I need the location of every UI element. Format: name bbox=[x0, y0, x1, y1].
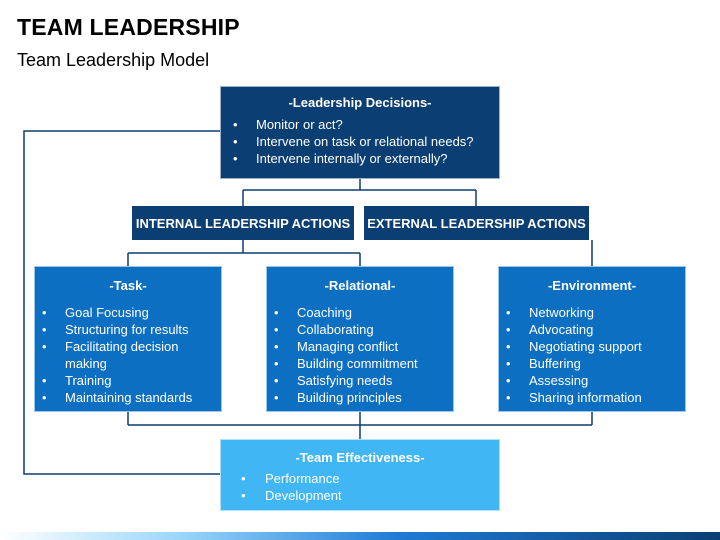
list-item: Goal Focusing bbox=[35, 304, 221, 321]
list-item: Training bbox=[35, 372, 221, 389]
team-effectiveness-box: -Team Effectiveness- Performance Develop… bbox=[220, 439, 500, 511]
leadership-decisions-heading: -Leadership Decisions- bbox=[288, 95, 432, 110]
page-title: TEAM LEADERSHIP bbox=[17, 14, 240, 40]
team-effectiveness-list: Performance Development bbox=[221, 470, 499, 504]
list-item: Building commitment bbox=[267, 355, 453, 372]
leadership-decisions-list: Monitor or act? Intervene on task or rel… bbox=[221, 116, 499, 167]
page-subtitle: Team Leadership Model bbox=[17, 50, 210, 70]
task-heading: -Task- bbox=[109, 278, 147, 293]
team-effectiveness-heading: -Team Effectiveness- bbox=[295, 450, 425, 465]
environment-box: -Environment- Networking Advocating Nego… bbox=[498, 266, 686, 412]
environment-heading: -Environment- bbox=[547, 278, 637, 293]
list-item: Performance bbox=[221, 470, 499, 487]
list-item: Building principles bbox=[267, 389, 453, 406]
list-item: Sharing information bbox=[499, 389, 685, 406]
list-item: Managing conflict bbox=[267, 338, 453, 355]
list-item: Intervene internally or externally? bbox=[221, 150, 499, 167]
leadership-decisions-box: -Leadership Decisions- Monitor or act? I… bbox=[220, 86, 500, 179]
list-item: Buffering bbox=[499, 355, 685, 372]
list-item: Networking bbox=[499, 304, 685, 321]
feedback-loop-line bbox=[23, 130, 220, 475]
list-item: Negotiating support bbox=[499, 338, 685, 355]
list-item: Coaching bbox=[267, 304, 453, 321]
list-item: Maintaining standards bbox=[35, 389, 221, 406]
task-list: Goal Focusing Structuring for results Fa… bbox=[35, 304, 221, 406]
list-item: Development bbox=[221, 487, 499, 504]
list-item: Intervene on task or relational needs? bbox=[221, 133, 499, 150]
relational-heading: -Relational- bbox=[324, 278, 396, 293]
list-item: Collaborating bbox=[267, 321, 453, 338]
external-actions-bar: EXTERNAL LEADERSHIP ACTIONS bbox=[364, 206, 589, 240]
relational-list: Coaching Collaborating Managing conflict… bbox=[267, 304, 453, 406]
list-item: Assessing bbox=[499, 372, 685, 389]
list-item: Monitor or act? bbox=[221, 116, 499, 133]
task-box: -Task- Goal Focusing Structuring for res… bbox=[34, 266, 222, 412]
list-item: Structuring for results bbox=[35, 321, 221, 338]
list-item: Satisfying needs bbox=[267, 372, 453, 389]
internal-actions-bar: INTERNAL LEADERSHIP ACTIONS bbox=[132, 206, 354, 240]
relational-box: -Relational- Coaching Collaborating Mana… bbox=[266, 266, 454, 412]
environment-list: Networking Advocating Negotiating suppor… bbox=[499, 304, 685, 406]
list-item: Facilitating decision making bbox=[35, 338, 221, 372]
list-item: Advocating bbox=[499, 321, 685, 338]
footer-gradient-bar bbox=[0, 532, 720, 540]
